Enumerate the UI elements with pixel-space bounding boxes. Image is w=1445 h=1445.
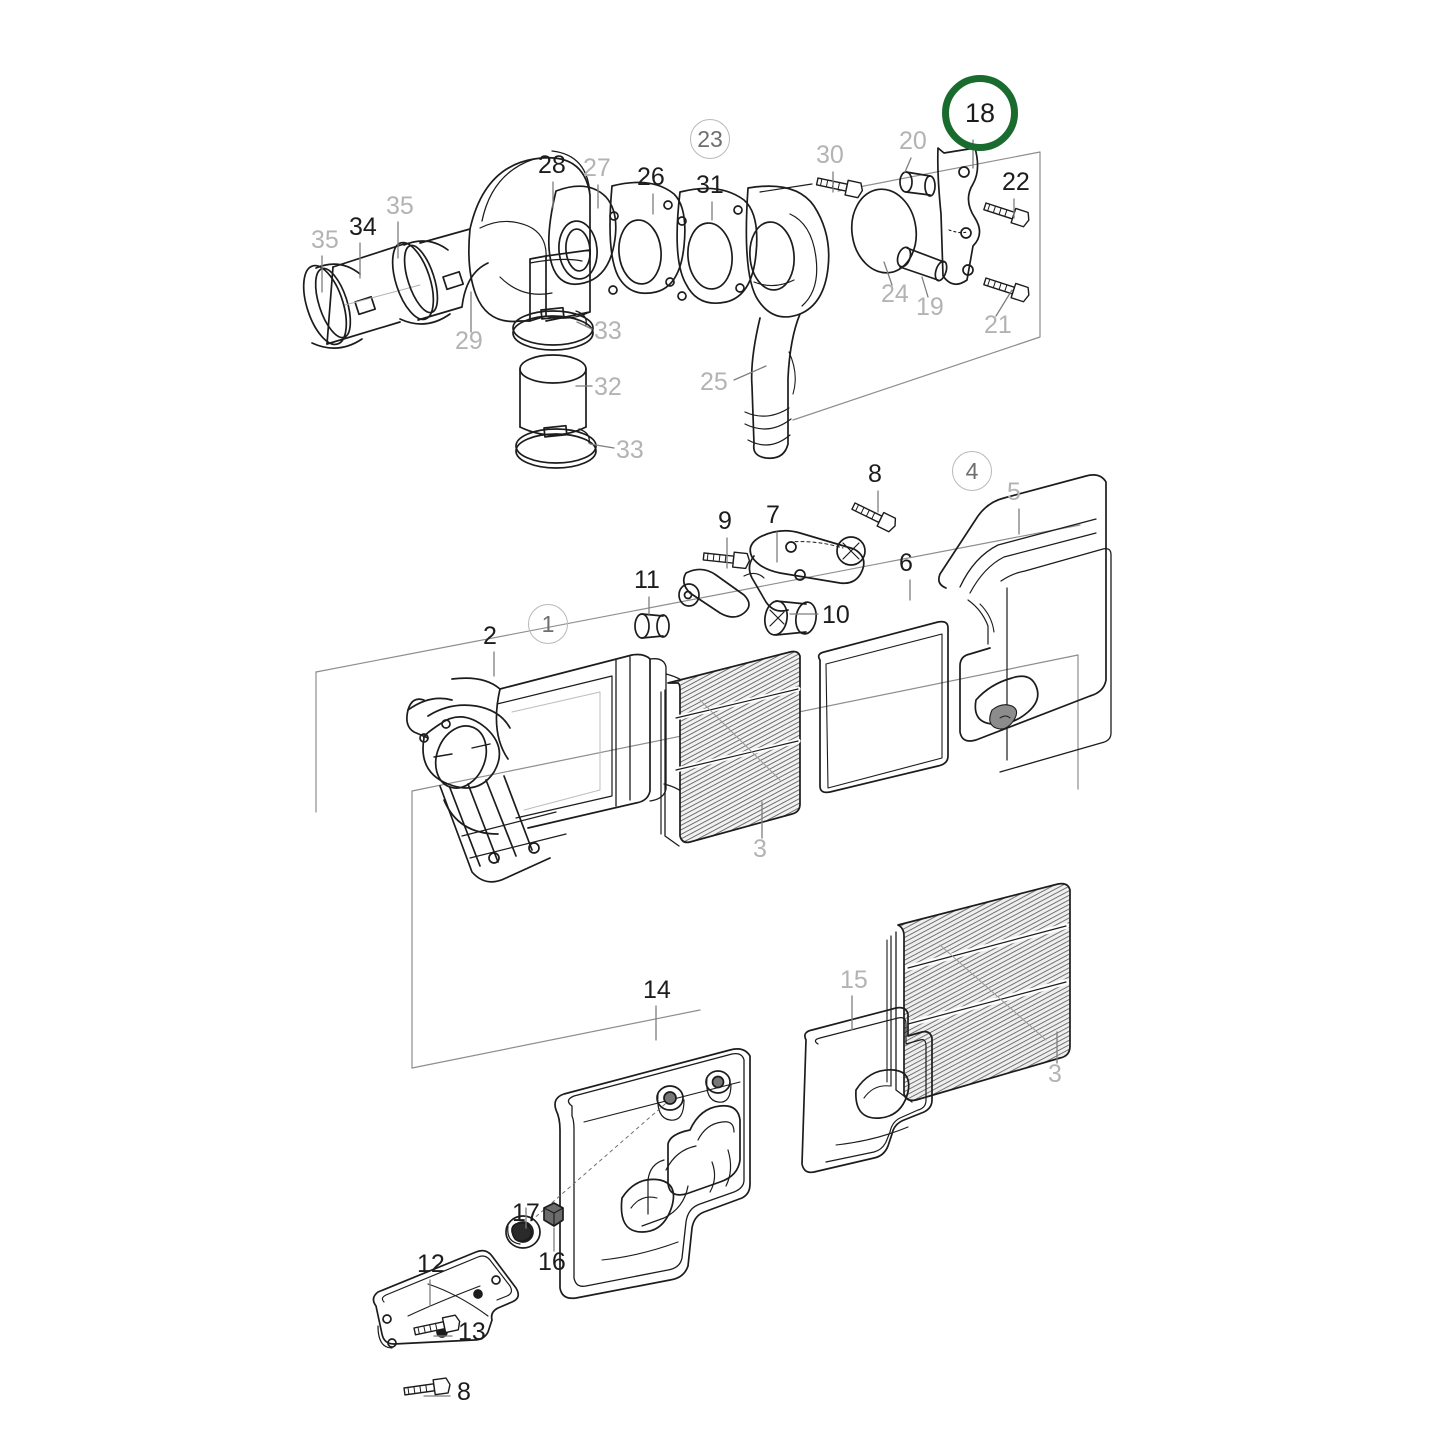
callout-11: 11 (634, 566, 660, 594)
callout-7: 7 (766, 501, 780, 529)
callout-3-lower: 3 (1048, 1060, 1062, 1088)
callout-25: 25 (700, 368, 728, 396)
callout-2: 2 (483, 622, 497, 650)
callout-14: 14 (643, 976, 671, 1004)
callout-30: 30 (816, 141, 844, 169)
highlighted-callout-18[interactable]: 18 (942, 75, 1018, 151)
callout-8-upper: 8 (868, 460, 882, 488)
group-marker-23: 23 (690, 119, 730, 159)
callout-17: 17 (512, 1199, 540, 1227)
callout-33-lower: 33 (616, 436, 644, 464)
group-marker-4: 4 (952, 451, 992, 491)
callout-9: 9 (718, 507, 732, 535)
callout-12: 12 (417, 1250, 445, 1278)
callout-32: 32 (594, 373, 622, 401)
callout-24: 24 (881, 280, 909, 308)
callout-6: 6 (899, 549, 913, 577)
callout-5: 5 (1007, 478, 1021, 506)
callout-35-right: 35 (386, 192, 414, 220)
callout-26: 26 (637, 163, 665, 191)
callout-3-upper: 3 (753, 835, 767, 863)
callout-34: 34 (349, 213, 377, 241)
callout-10: 10 (822, 601, 850, 629)
callout-16: 16 (538, 1248, 566, 1276)
callout-29: 29 (455, 327, 483, 355)
group-marker-1: 1 (528, 604, 568, 644)
callout-33-upper: 33 (594, 317, 622, 345)
callout-27: 27 (583, 154, 611, 182)
callout-22: 22 (1002, 168, 1030, 196)
callout-20: 20 (899, 127, 927, 155)
callout-15: 15 (840, 966, 868, 994)
callout-13: 13 (458, 1318, 486, 1346)
callout-31: 31 (696, 171, 724, 199)
callout-21: 21 (984, 311, 1012, 339)
callout-28: 28 (538, 151, 566, 179)
callout-35-left: 35 (311, 226, 339, 254)
callout-8-lower: 8 (457, 1378, 471, 1406)
callout-19: 19 (916, 293, 944, 321)
